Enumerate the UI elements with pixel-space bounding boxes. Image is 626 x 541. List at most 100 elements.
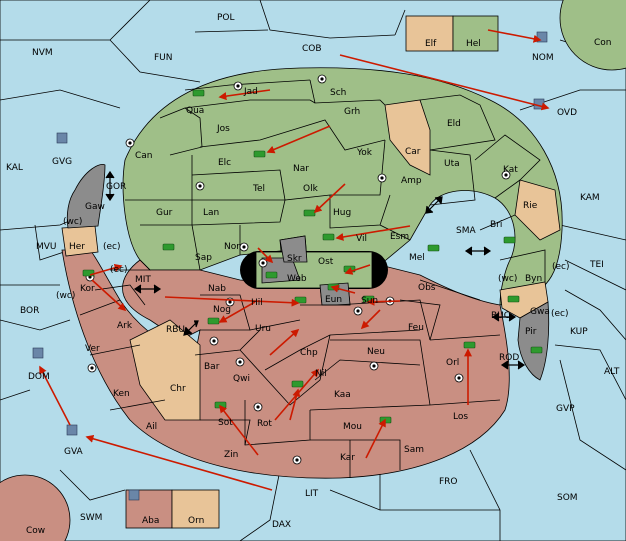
sea-label-con[interactable]: Con [594, 38, 612, 48]
label-nor[interactable]: Nor [224, 242, 240, 252]
label-can[interactable]: Can [135, 151, 153, 161]
sea-label-kal[interactable]: KAL [6, 163, 23, 173]
label-kaa[interactable]: Kaa [334, 390, 351, 400]
sea-label-kam[interactable]: KAM [580, 193, 600, 203]
label-ark[interactable]: Ark [117, 321, 133, 331]
elf-territory[interactable] [405, 15, 454, 52]
label-mou[interactable]: Mou [343, 422, 362, 432]
tank-icon[interactable] [507, 295, 520, 303]
inset-label-elf[interactable]: Elf [425, 39, 437, 49]
label-nog[interactable]: Nog [213, 305, 231, 315]
label-kar[interactable]: Kar [340, 453, 355, 463]
sea-label-cow[interactable]: Cow [26, 526, 45, 536]
sea-label-lit[interactable]: LIT [305, 489, 319, 499]
label-gaw[interactable]: Gaw [85, 202, 105, 212]
sea-label-dom[interactable]: DOM [28, 372, 50, 382]
label-gur[interactable]: Gur [156, 208, 173, 218]
label-sch[interactable]: Sch [330, 88, 346, 98]
orn-territory[interactable] [171, 489, 220, 529]
sea-label-fro[interactable]: FRO [439, 477, 458, 487]
sea-label-ovd[interactable]: OVD [557, 108, 577, 118]
label-bar[interactable]: Bar [204, 362, 220, 372]
label-yok[interactable]: Yok [356, 148, 373, 158]
sea-label-cob[interactable]: COB [302, 44, 322, 54]
label-nab[interactable]: Nab [208, 284, 226, 294]
tank-icon[interactable] [322, 233, 335, 241]
label-hil[interactable]: Hil [251, 298, 263, 308]
label-pir[interactable]: Pir [525, 327, 537, 337]
label-her[interactable]: Her [69, 242, 85, 252]
tank-icon[interactable] [503, 236, 516, 244]
label-chr[interactable]: Chr [170, 384, 186, 394]
fleet-icon[interactable] [32, 347, 44, 359]
tank-icon[interactable] [192, 89, 205, 97]
label-lan[interactable]: Lan [203, 208, 219, 218]
fleet-icon[interactable] [56, 132, 68, 144]
sea-label-kup[interactable]: KUP [570, 327, 588, 337]
fleet-icon[interactable] [66, 424, 78, 436]
label-ken[interactable]: Ken [113, 389, 130, 399]
label-uru[interactable]: Uru [255, 324, 271, 334]
label-ver[interactable]: Ver [85, 344, 100, 354]
label-byn[interactable]: Byn [525, 274, 542, 284]
label-eun[interactable]: Eun [325, 295, 342, 305]
inset-label-hel[interactable]: Hel [466, 39, 481, 49]
tank-icon[interactable] [207, 317, 220, 325]
label-car[interactable]: Car [405, 147, 421, 157]
sea-label-gvp[interactable]: GVP [556, 404, 575, 414]
label-sun[interactable]: Sun [361, 296, 378, 306]
fleet-icon[interactable] [128, 489, 140, 501]
sea-label-som[interactable]: SOM [557, 493, 578, 503]
label-sot[interactable]: Sot [218, 418, 233, 428]
label-vil[interactable]: Vil [356, 234, 367, 244]
label-mel[interactable]: Mel [409, 253, 425, 263]
tank-icon[interactable] [303, 209, 316, 217]
label-chp[interactable]: Chp [300, 348, 318, 358]
label-jad[interactable]: Jad [243, 87, 258, 97]
label-uta[interactable]: Uta [444, 159, 460, 169]
sea-label-dax[interactable]: DAX [272, 520, 291, 530]
sea-label-rbu[interactable]: RBU [166, 325, 185, 335]
label-kat[interactable]: Kat [503, 165, 518, 175]
label-rie[interactable]: Rie [523, 201, 538, 211]
label-nil[interactable]: Nil [315, 369, 327, 379]
label-elc[interactable]: Elc [218, 158, 231, 168]
label-neu[interactable]: Neu [367, 347, 385, 357]
label-qwi[interactable]: Qwi [233, 374, 250, 384]
tank-icon[interactable] [427, 244, 440, 252]
tank-icon[interactable] [291, 380, 304, 388]
label-jos[interactable]: Jos [216, 124, 230, 134]
sea-label-alt[interactable]: ALT [604, 367, 620, 377]
sea-label-gva[interactable]: GVA [64, 447, 84, 457]
label-skr[interactable]: Skr [287, 254, 302, 264]
pir-territory[interactable] [517, 301, 550, 381]
label-feu[interactable]: Feu [408, 323, 424, 333]
rie-territory[interactable] [514, 179, 561, 241]
label-ost[interactable]: Ost [318, 257, 334, 267]
label-eld[interactable]: Eld [447, 119, 461, 129]
sea-label-mvu[interactable]: MVU [36, 242, 57, 252]
sea-label-swm[interactable]: SWM [80, 513, 102, 523]
label-qua[interactable]: Qua [186, 106, 204, 116]
label-los[interactable]: Los [453, 412, 468, 422]
label-esm[interactable]: Esm [390, 232, 409, 242]
label-hug[interactable]: Hug [333, 208, 351, 218]
label-bri[interactable]: Bri [490, 220, 502, 230]
label-zin[interactable]: Zin [224, 450, 238, 460]
label-tel[interactable]: Tel [252, 184, 265, 194]
label-rot[interactable]: Rot [257, 419, 272, 429]
label-amp[interactable]: Amp [401, 176, 422, 186]
sea-label-nom[interactable]: NOM [532, 53, 554, 63]
label-grh[interactable]: Grh [344, 107, 360, 117]
gaw-territory[interactable] [66, 163, 106, 229]
label-kor[interactable]: Kor [80, 284, 95, 294]
label-nar[interactable]: Nar [293, 164, 309, 174]
cow-land[interactable] [0, 474, 71, 541]
sea-label-rod[interactable]: ROD [499, 353, 519, 363]
label-sap[interactable]: Sap [195, 253, 212, 263]
inset-label-aba[interactable]: Aba [142, 516, 159, 526]
label-gwa[interactable]: Gwa [530, 307, 550, 317]
sea-label-fun[interactable]: FUN [154, 53, 173, 63]
tank-icon[interactable] [294, 296, 307, 304]
label-orl[interactable]: Orl [446, 358, 459, 368]
